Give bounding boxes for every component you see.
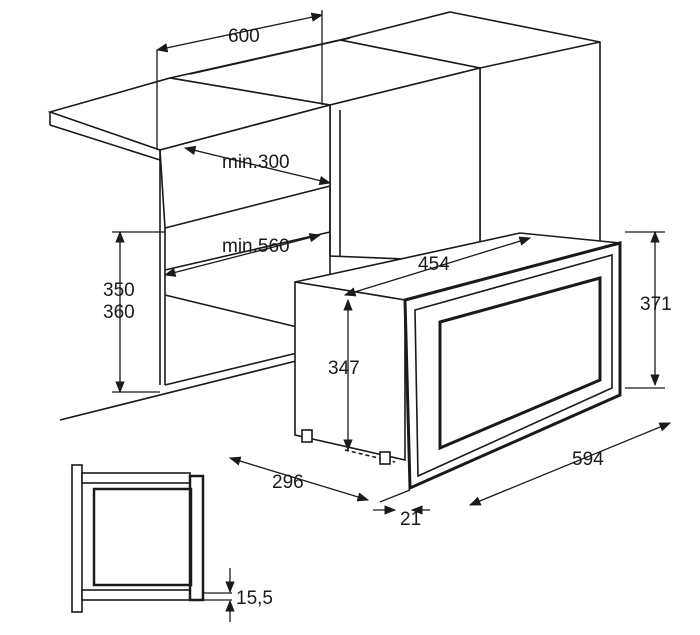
label-front-width: 594 [572, 449, 604, 470]
label-appliance-height: 371 [640, 294, 672, 315]
label-niche-height-a: 350 [103, 280, 135, 301]
foot-right [379, 451, 391, 465]
upper-shelf-left [47, 77, 331, 385]
label-body-height: 347 [328, 358, 360, 379]
label-side-depth: 296 [272, 472, 304, 493]
dimension-lines [112, 10, 672, 515]
side-detail-view [71, 464, 235, 622]
label-niche-height-b: 360 [103, 302, 135, 323]
label-min-width: min.560 [222, 236, 290, 257]
label-front-thickness: 21 [400, 509, 421, 530]
label-min-depth: min.300 [222, 152, 290, 173]
foot-left [301, 429, 313, 443]
label-appliance-depth: 454 [418, 254, 450, 275]
label-cabinet-width: 600 [228, 26, 260, 47]
label-bottom-offset: 15,5 [236, 588, 273, 609]
